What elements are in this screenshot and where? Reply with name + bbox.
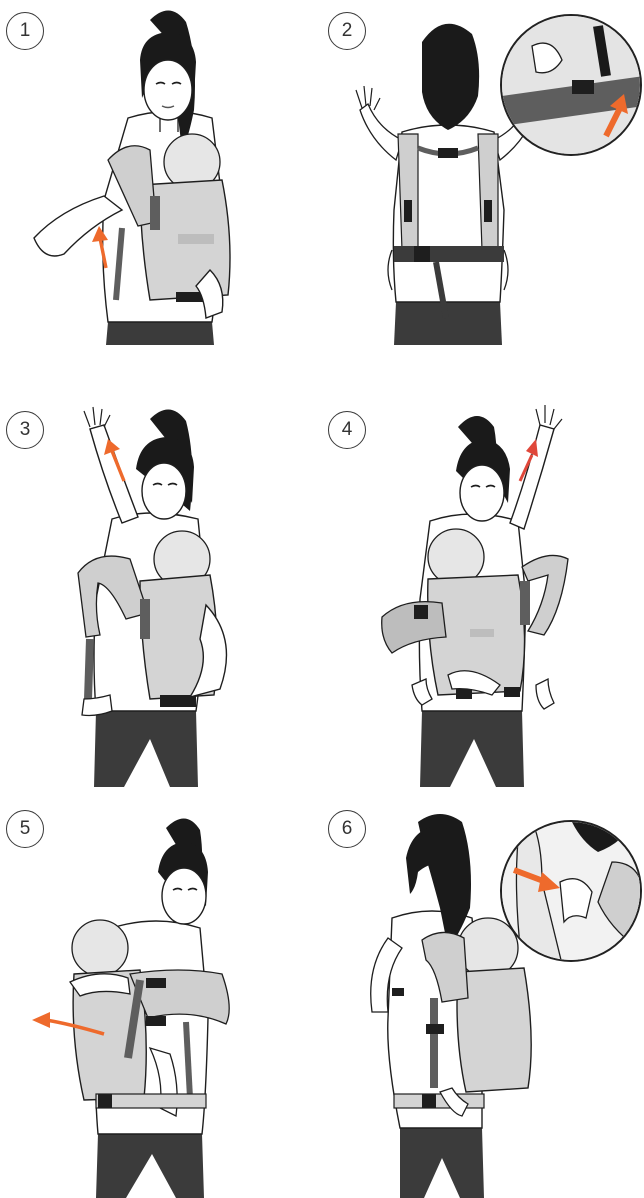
step-number-badge: 6	[328, 810, 366, 848]
step-4-panel: 4	[322, 399, 644, 798]
step-6-detail-zoom	[500, 820, 642, 962]
step-6-panel: 6	[322, 798, 644, 1197]
step-number-badge: 4	[328, 411, 366, 449]
step-3-panel: 3	[0, 399, 322, 798]
step-number-badge: 1	[6, 12, 44, 50]
step-5-panel: 5	[0, 798, 322, 1197]
step-number-badge: 5	[6, 810, 44, 848]
step-number-badge: 3	[6, 411, 44, 449]
step-1-illustration	[0, 0, 322, 399]
step-5-illustration	[0, 798, 322, 1198]
step-2-detail-zoom	[500, 14, 642, 156]
step-2-panel: 2	[322, 0, 644, 399]
step-3-illustration	[0, 399, 322, 798]
step-number-badge: 2	[328, 12, 366, 50]
step-4-illustration	[322, 399, 644, 798]
step-1-panel: 1	[0, 0, 322, 399]
